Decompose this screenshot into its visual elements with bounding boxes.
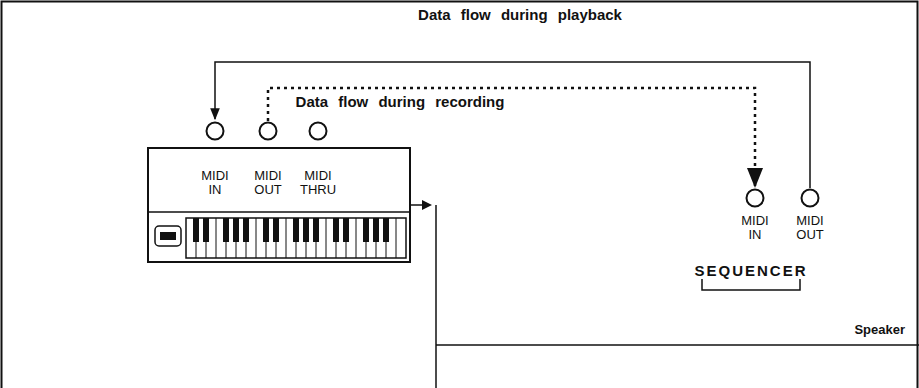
- midi-jack: MIDI OUT: [784, 188, 836, 242]
- keyboard-panel-line: [148, 211, 410, 213]
- jack-label: MIDI OUT: [788, 214, 832, 242]
- jack-circle: [189, 121, 241, 141]
- key-bed: [186, 218, 406, 258]
- jack-circle: [784, 188, 836, 208]
- jack-circle: [242, 121, 294, 141]
- midi-jack: MIDI IN: [189, 121, 241, 197]
- jack-circle: [729, 188, 781, 208]
- jack-circle: [292, 121, 344, 141]
- jack-label: MIDI THRU: [296, 169, 340, 197]
- thru-arrow: [422, 200, 432, 210]
- midi-jack: MIDI IN: [729, 188, 781, 242]
- data-flow-line: [215, 62, 810, 188]
- cassette-slot: [155, 226, 181, 246]
- jack-label: MIDI IN: [193, 169, 237, 197]
- flow-label: Data flow during recording: [293, 93, 508, 110]
- jack-label: MIDI IN: [733, 214, 777, 242]
- speaker-label: Speaker: [854, 322, 905, 337]
- data-flow-line: [268, 88, 755, 186]
- midi-jack: MIDI OUT: [242, 121, 294, 197]
- flow-label: Data flow during playback: [415, 6, 625, 23]
- device-name: SEQUENCER: [694, 262, 807, 279]
- keyboard-body: [148, 148, 410, 262]
- thru-wire: [410, 204, 422, 206]
- jack-label: MIDI OUT: [246, 169, 290, 197]
- speaker-line: [436, 344, 919, 346]
- keys: [193, 218, 396, 258]
- cassette-slot-inner: [160, 232, 176, 240]
- midi-jack: MIDI THRU: [292, 121, 344, 197]
- speaker-wire: [435, 205, 437, 388]
